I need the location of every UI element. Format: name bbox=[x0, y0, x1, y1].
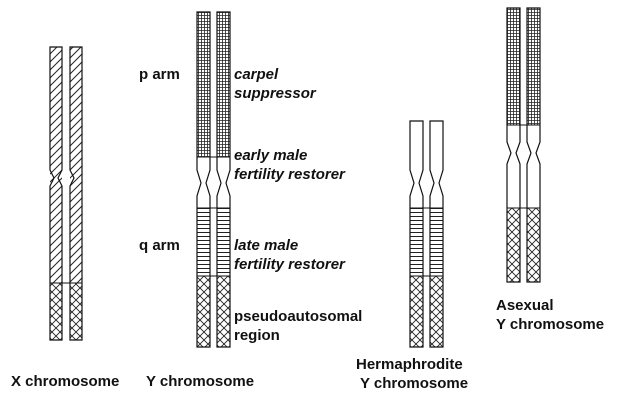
h-left-hlines bbox=[410, 208, 423, 276]
x-right-cross bbox=[70, 283, 82, 340]
a-left-grid bbox=[507, 8, 520, 125]
carpel-suppressor-line-2: suppressor bbox=[234, 85, 316, 102]
pseudoautosomal-line-1: pseudoautosomal bbox=[234, 308, 362, 325]
x-right-upper-diagonal bbox=[70, 47, 82, 283]
late-male-line-2: fertility restorer bbox=[234, 256, 345, 273]
early-male-line-2: fertility restorer bbox=[234, 166, 345, 183]
hermaphrodite-caption-line-2: Y chromosome bbox=[360, 375, 468, 392]
a-left-cross bbox=[507, 208, 520, 282]
a-right-grid bbox=[527, 8, 540, 125]
asexual-caption-line-1: Asexual bbox=[496, 297, 554, 314]
asexual-caption-line-2: Y chromosome bbox=[496, 316, 604, 333]
x-chromosome-caption: X chromosome bbox=[11, 373, 119, 390]
y-left-hlines bbox=[197, 208, 210, 276]
y-chromosome-caption: Y chromosome bbox=[146, 373, 254, 390]
y-chromosome bbox=[197, 12, 230, 347]
hermaphrodite-caption-line-1: Hermaphrodite bbox=[356, 356, 463, 373]
carpel-suppressor-line-1: carpel bbox=[234, 66, 278, 83]
h-left-cross bbox=[410, 276, 423, 347]
h-right-hlines bbox=[430, 208, 443, 276]
h-right-cross bbox=[430, 276, 443, 347]
q-arm-label: q arm bbox=[139, 237, 180, 254]
x-left-cross bbox=[50, 283, 62, 340]
x-left-upper-diagonal bbox=[50, 47, 62, 283]
y-right-hlines bbox=[217, 208, 230, 276]
asexual-y-chromosome bbox=[507, 8, 540, 282]
p-arm-label: p arm bbox=[139, 66, 180, 83]
early-male-line-1: early male bbox=[234, 147, 307, 164]
hermaphrodite-y-chromosome bbox=[410, 121, 443, 347]
x-chromosome bbox=[50, 47, 82, 340]
y-left-grid bbox=[197, 12, 210, 157]
a-right-cross bbox=[527, 208, 540, 282]
y-right-cross bbox=[217, 276, 230, 347]
y-right-grid bbox=[217, 12, 230, 157]
pseudoautosomal-line-2: region bbox=[234, 327, 280, 344]
late-male-line-1: late male bbox=[234, 237, 298, 254]
y-left-cross bbox=[197, 276, 210, 347]
